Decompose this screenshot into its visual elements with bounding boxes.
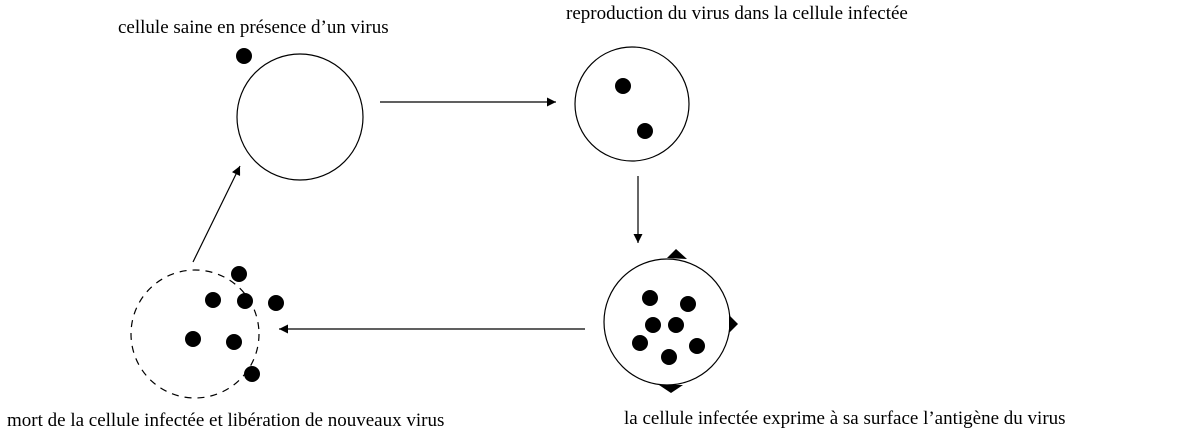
healthy-cell	[236, 53, 364, 181]
antigen-expressing-cell	[603, 258, 731, 386]
virus-particle	[268, 295, 284, 311]
virus-particle	[689, 338, 705, 354]
antigen-marker	[729, 315, 738, 333]
virus-particle	[668, 317, 684, 333]
virus-particle	[680, 296, 696, 312]
virus-particle	[236, 48, 252, 64]
virus-particle	[615, 78, 631, 94]
label-antigen-expression: la cellule infectée exprime à sa surface…	[624, 408, 1066, 429]
cell-death-stage	[130, 266, 284, 399]
virus-particle	[632, 335, 648, 351]
virus-particle	[237, 293, 253, 309]
virus-particle	[205, 292, 221, 308]
virus-particle	[645, 317, 661, 333]
antigen-marker	[667, 249, 687, 259]
virus-particle	[642, 290, 658, 306]
reproduction-stage	[574, 46, 690, 162]
label-healthy-cell: cellule saine en présence d’un virus	[118, 17, 389, 38]
antigen-stage	[603, 249, 738, 393]
healthy-cell-stage	[236, 48, 364, 181]
virus-particle	[226, 334, 242, 350]
infected-cell	[574, 46, 690, 162]
virus-particle	[185, 331, 201, 347]
virus-particle	[637, 123, 653, 139]
antigen-marker	[659, 385, 683, 393]
label-cell-death: mort de la cellule infectée et libératio…	[7, 410, 445, 431]
arrow-death-to-healthy	[192, 165, 241, 263]
label-reproduction: reproduction du virus dans la cellule in…	[566, 3, 908, 24]
virus-particle	[244, 366, 260, 382]
dying-cell	[130, 269, 260, 399]
virus-particle	[231, 266, 247, 282]
virus-particle	[661, 349, 677, 365]
